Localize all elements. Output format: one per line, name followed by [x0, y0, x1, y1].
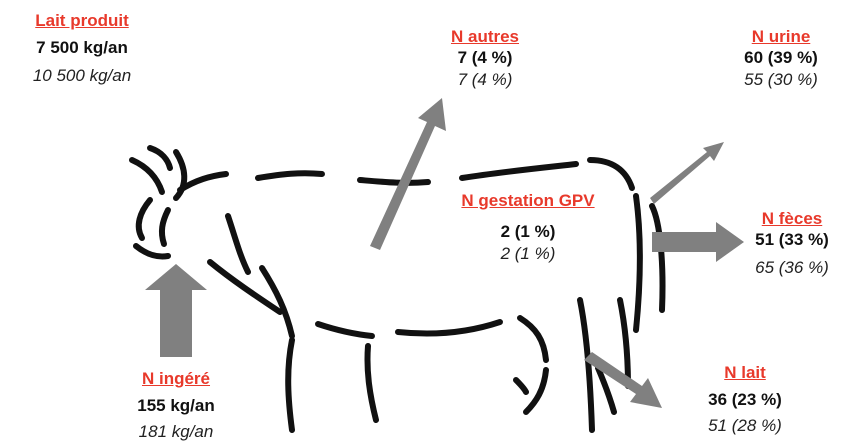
n-ingere-value-alt: 181 kg/an [138, 421, 214, 441]
n-autres-title: N autres [450, 27, 520, 46]
lait-produit-label: Lait produit 7 500 kg/an 10 500 kg/an [4, 10, 160, 86]
lait-produit-value-alt: 10 500 kg/an [32, 65, 132, 85]
n-lait-value: 36 (23 %) [708, 390, 782, 410]
n-urine-value-alt: 55 (30 %) [744, 69, 818, 89]
n-gestation-title: N gestation GPV [461, 191, 595, 210]
n-gestation-value: 2 (1 %) [500, 222, 556, 242]
n-urine-arrow [650, 142, 724, 204]
n-autres-value-alt: 7 (4 %) [457, 69, 513, 89]
n-urine-title: N urine [751, 27, 811, 46]
n-feces-value: 51 (33 %) [755, 230, 829, 250]
n-feces-title: N fèces [761, 209, 823, 228]
n-autres-arrow [370, 98, 446, 250]
n-lait-title: N lait [724, 363, 766, 382]
n-feces-arrow [652, 222, 744, 262]
n-ingere-label: N ingéré 155 kg/an 181 kg/an [88, 368, 264, 442]
n-ingere-value: 155 kg/an [137, 396, 215, 416]
n-gestation-label: N gestation GPV 2 (1 %) 2 (1 %) [428, 190, 628, 264]
lait-produit-title: Lait produit [35, 11, 129, 30]
n-lait-label: N lait 36 (23 %) 51 (28 %) [680, 362, 810, 436]
n-feces-value-alt: 65 (36 %) [755, 257, 829, 277]
n-autres-label: N autres 7 (4 %) 7 (4 %) [420, 26, 550, 90]
n-ingere-arrow [145, 264, 207, 357]
n-gestation-value-alt: 2 (1 %) [500, 243, 556, 263]
n-autres-value: 7 (4 %) [457, 48, 513, 68]
lait-produit-value: 7 500 kg/an [36, 38, 128, 58]
n-lait-value-alt: 51 (28 %) [708, 415, 782, 435]
n-urine-label: N urine 60 (39 %) 55 (30 %) [716, 26, 846, 90]
n-feces-label: N fèces 51 (33 %) 65 (36 %) [732, 208, 851, 278]
flow-arrows [145, 98, 744, 408]
n-urine-value: 60 (39 %) [744, 48, 818, 68]
n-ingere-title: N ingéré [141, 369, 211, 388]
n-lait-arrow [584, 352, 662, 408]
